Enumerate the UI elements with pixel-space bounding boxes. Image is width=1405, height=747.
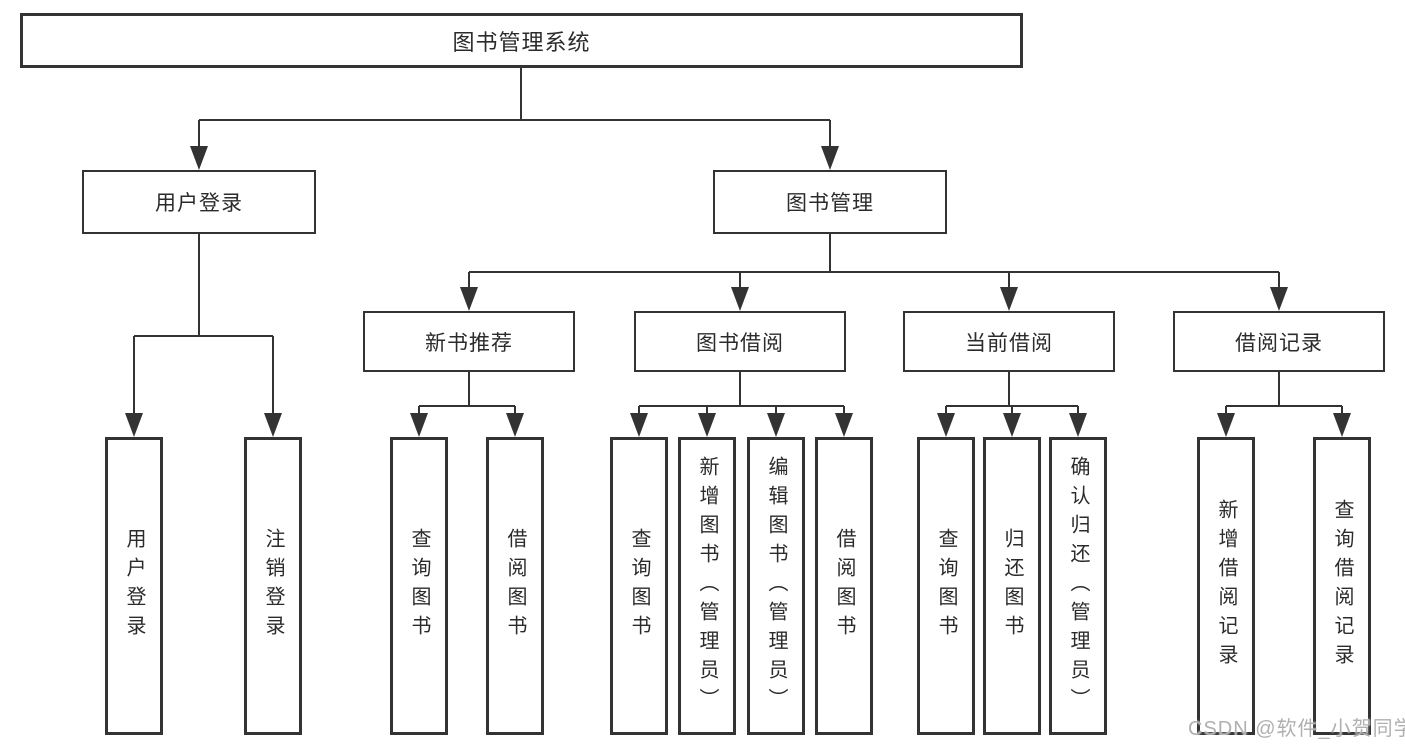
leaf-new-query-books: 查询图书 <box>390 437 448 735</box>
leaf-borrow-query-books-label: 查询图书 <box>628 528 650 644</box>
node-current-borrow: 当前借阅 <box>903 311 1115 372</box>
leaf-new-borrow-books-label: 借阅图书 <box>504 528 526 644</box>
node-book-borrow-label: 图书借阅 <box>696 331 784 355</box>
node-book-borrow: 图书借阅 <box>634 311 846 372</box>
leaf-borrow-books: 借阅图书 <box>815 437 873 735</box>
leaf-return-books: 归还图书 <box>983 437 1041 735</box>
node-book-management-label: 图书管理 <box>786 192 874 215</box>
leaf-logout: 注销登录 <box>244 437 302 735</box>
node-current-borrow-label: 当前借阅 <box>965 331 1053 355</box>
csdn-watermark: CSDN @软件_小贺同学 <box>1188 718 1405 740</box>
connector-new-books-to-leaves <box>410 372 524 437</box>
node-user-login-label: 用户登录 <box>155 192 243 215</box>
node-new-book-recommend: 新书推荐 <box>363 311 575 372</box>
connector-book-management-to-level2 <box>460 234 1288 311</box>
leaf-edit-books-admin: 编辑图书（管理员） <box>747 437 805 735</box>
node-book-management: 图书管理 <box>713 170 947 234</box>
connector-root-to-level1 <box>190 68 839 170</box>
leaf-current-query-books-label: 查询图书 <box>935 528 957 644</box>
node-root-label: 图书管理系统 <box>452 29 591 55</box>
leaf-borrow-query-books: 查询图书 <box>610 437 668 735</box>
leaf-return-books-label: 归还图书 <box>1001 528 1023 644</box>
leaf-confirm-return-admin-label: 确认归还（管理员） <box>1067 455 1089 717</box>
leaf-user-login: 用户登录 <box>105 437 163 735</box>
node-borrow-records: 借阅记录 <box>1173 311 1385 372</box>
leaf-borrow-books-label: 借阅图书 <box>833 528 855 644</box>
leaf-add-borrow-record-label: 新增借阅记录 <box>1215 499 1237 673</box>
leaf-user-login-label: 用户登录 <box>123 528 145 644</box>
node-user-login: 用户登录 <box>82 170 316 234</box>
node-root: 图书管理系统 <box>20 13 1023 68</box>
node-borrow-records-label: 借阅记录 <box>1235 331 1323 355</box>
leaf-add-books-admin-label: 新增图书（管理员） <box>696 455 718 717</box>
connector-book-borrow-to-leaves <box>630 372 853 437</box>
leaf-current-query-books: 查询图书 <box>917 437 975 735</box>
connector-user-login-to-leaves <box>125 234 282 437</box>
leaf-edit-books-admin-label: 编辑图书（管理员） <box>765 455 787 717</box>
node-new-book-recommend-label: 新书推荐 <box>425 331 513 355</box>
leaf-confirm-return-admin: 确认归还（管理员） <box>1049 437 1107 735</box>
leaf-new-query-books-label: 查询图书 <box>408 528 430 644</box>
leaf-query-borrow-record-label: 查询借阅记录 <box>1331 499 1353 673</box>
leaf-add-books-admin: 新增图书（管理员） <box>678 437 736 735</box>
leaf-new-borrow-books: 借阅图书 <box>486 437 544 735</box>
leaf-query-borrow-record: 查询借阅记录 <box>1313 437 1371 735</box>
leaf-logout-label: 注销登录 <box>262 528 284 644</box>
leaf-add-borrow-record: 新增借阅记录 <box>1197 437 1255 735</box>
connector-current-borrow-to-leaves <box>937 372 1087 437</box>
connector-borrow-records-to-leaves <box>1217 372 1351 437</box>
